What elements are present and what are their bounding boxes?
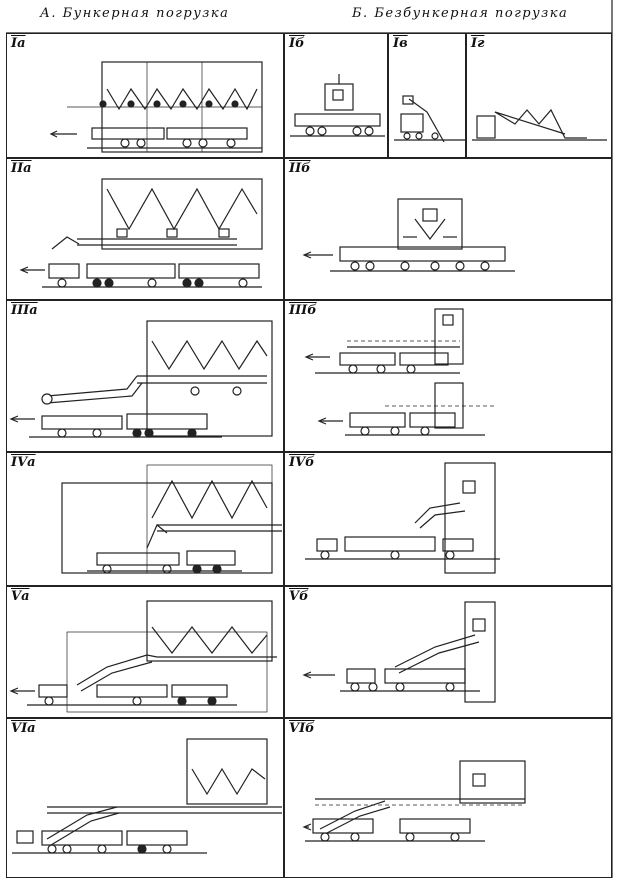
bunkerless-loading-diagram-5b — [302, 601, 496, 703]
panel-label: Iб — [289, 36, 305, 51]
panel-1b: Iб — [284, 33, 388, 158]
bunker-loading-diagram-3a — [9, 320, 273, 438]
bunker-loading-diagram-6a — [12, 738, 282, 854]
bunkerless-loading-diagram-1v — [394, 95, 465, 143]
panel-3b: IIIб — [284, 300, 612, 452]
panel-1g: Iг — [466, 33, 612, 158]
bunker-loading-diagram-1a — [49, 61, 263, 153]
panel-label: IIIа — [11, 303, 38, 318]
panel-label: IIа — [11, 161, 32, 176]
panel-2b: IIб — [284, 158, 612, 300]
panel-4a: IVа — [6, 452, 284, 586]
panel-2a: IIа — [6, 158, 284, 300]
panel-label: VIб — [289, 721, 315, 736]
panel-6a: VIа — [6, 718, 284, 878]
panel-label: VIа — [11, 721, 36, 736]
panel-5b: Vб — [284, 586, 612, 718]
panel-1v: Iв — [388, 33, 466, 158]
bunkerless-loading-diagram-1b — [290, 74, 385, 137]
panel-label: Vб — [289, 589, 309, 604]
panel-label: Iа — [11, 36, 26, 51]
bunker-loading-diagram-2a — [19, 178, 263, 288]
bunker-loading-diagram-5a — [9, 600, 277, 713]
bunkerless-loading-diagram-4b — [305, 462, 500, 574]
panel-3a: IIIа — [6, 300, 284, 452]
panel-label: IVб — [289, 455, 315, 470]
header-bunker-loading: А. Бункерная погрузка — [40, 6, 230, 21]
header-bunkerless-loading: Б. Безбункерная погрузка — [352, 6, 569, 21]
panel-label: Vа — [11, 589, 30, 604]
panel-1a: Iа — [6, 33, 284, 158]
panel-label: IVа — [11, 455, 36, 470]
panel-label: Iг — [471, 36, 485, 51]
panel-5a: Vа — [6, 586, 284, 718]
panel-6b: VIб — [284, 718, 612, 878]
bunkerless-loading-diagram-3b — [304, 308, 495, 436]
bunkerless-loading-diagram-1g — [472, 108, 607, 141]
bunkerless-loading-diagram-6b — [302, 760, 526, 842]
bunkerless-loading-diagram-2b — [302, 198, 515, 272]
panel-label: IIIб — [289, 303, 317, 318]
bunker-loading-diagram-4a — [61, 464, 282, 574]
panel-label: IIб — [289, 161, 311, 176]
panel-label: Iв — [393, 36, 408, 51]
panel-4b: IVб — [284, 452, 612, 586]
